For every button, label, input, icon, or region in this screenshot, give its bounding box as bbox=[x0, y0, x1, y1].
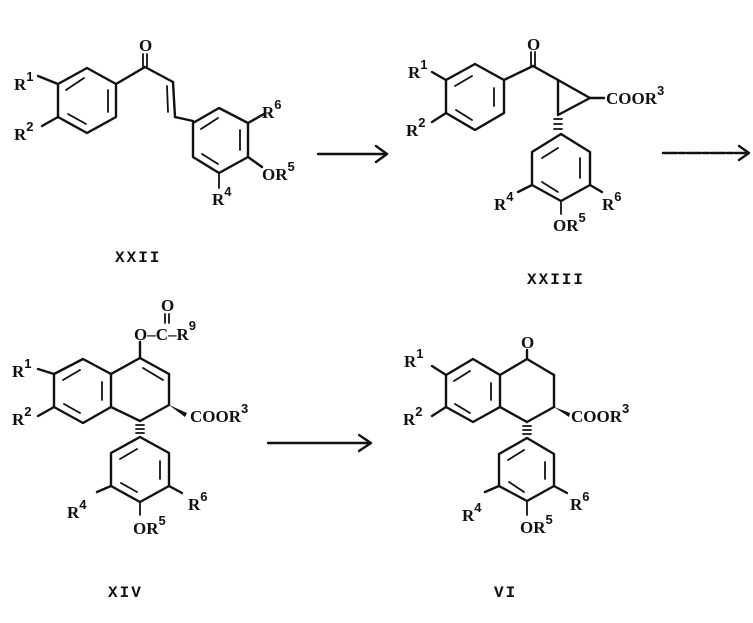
ester-carbonyl-oxygen: O bbox=[161, 296, 174, 315]
benzene-ring-b bbox=[530, 132, 592, 203]
coor3-label: COOR3 bbox=[571, 401, 629, 426]
r4-label: R4 bbox=[494, 189, 514, 214]
carbonyl-oxygen: O bbox=[527, 35, 540, 54]
benzene-ring-a bbox=[444, 62, 506, 132]
hashed-bond bbox=[553, 118, 563, 130]
r6-label: R6 bbox=[570, 489, 590, 514]
r2-label: R2 bbox=[403, 404, 423, 429]
r6-label: R6 bbox=[602, 189, 622, 214]
wedge-bond bbox=[169, 405, 187, 417]
reaction-arrow-1 bbox=[316, 144, 389, 164]
compound-label: XXIII bbox=[527, 271, 585, 289]
coor3-label: COOR3 bbox=[190, 401, 248, 426]
or5-label: OR5 bbox=[520, 512, 553, 537]
compound-xxii: R1 R2 O R6 OR5 R4 XXII bbox=[14, 36, 295, 267]
compound-xiv: O O–C–R9 R1 R2 COOR3 R4 R6 OR5 XIV bbox=[12, 296, 248, 602]
ester-chain: O–C–R9 bbox=[134, 318, 196, 344]
r6-label: R6 bbox=[262, 97, 282, 122]
carbonyl-oxygen: O bbox=[139, 36, 152, 55]
r2-label: R2 bbox=[12, 404, 32, 429]
hashed-bond bbox=[135, 424, 145, 434]
r2-label: R2 bbox=[14, 119, 34, 144]
reaction-arrow-3 bbox=[266, 433, 373, 453]
reaction-arrow-2 bbox=[661, 144, 751, 162]
r6-label: R6 bbox=[188, 489, 208, 514]
coor3-label: COOR3 bbox=[606, 83, 664, 108]
r4-label: R4 bbox=[212, 184, 232, 209]
r1-label: R1 bbox=[12, 356, 32, 381]
or5-label: OR5 bbox=[262, 159, 295, 184]
compound-label: XIV bbox=[108, 584, 143, 602]
compound-vi: O R1 R2 COOR3 R4 R6 OR5 VI bbox=[403, 333, 629, 602]
compound-xxiii: R1 R2 O COOR3 R4 R6 OR5 XXIII bbox=[406, 35, 664, 289]
carbonyl-oxygen: O bbox=[521, 333, 534, 352]
compound-label: XXII bbox=[115, 249, 161, 267]
or5-label: OR5 bbox=[553, 210, 586, 235]
wedge-bond bbox=[554, 407, 570, 417]
or5-label: OR5 bbox=[133, 513, 166, 538]
compound-label: VI bbox=[494, 584, 517, 602]
r1-label: R1 bbox=[404, 346, 424, 371]
r1-label: R1 bbox=[14, 69, 34, 94]
hashed-bond bbox=[522, 425, 532, 435]
r4-label: R4 bbox=[67, 497, 87, 522]
r2-label: R2 bbox=[406, 115, 426, 140]
r4-label: R4 bbox=[462, 500, 482, 525]
r1-label: R1 bbox=[408, 57, 428, 82]
